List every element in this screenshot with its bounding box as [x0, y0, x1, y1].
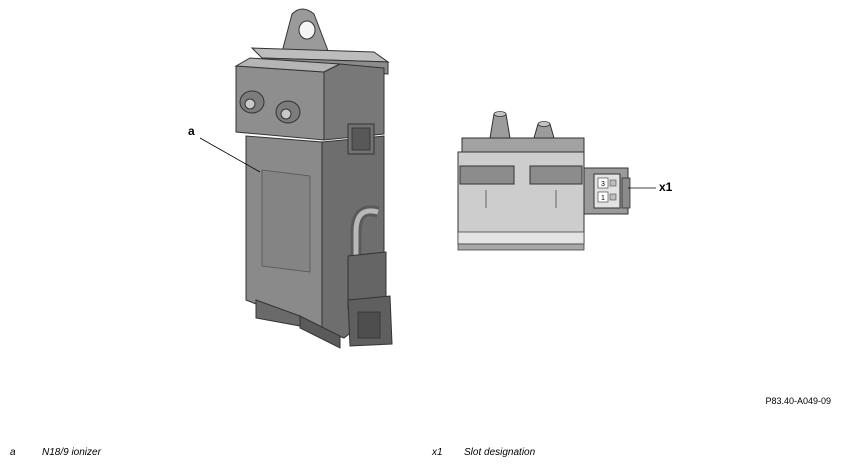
- callout-a-leader: [199, 137, 261, 173]
- legend-key-a: a: [10, 447, 16, 458]
- connector-pin-top-label: 3: [601, 181, 605, 188]
- ionizer-figure: 3 1: [199, 8, 656, 349]
- callout-a-label: a: [188, 124, 195, 138]
- ionizer-perspective-view: [234, 8, 393, 349]
- ionizer-front-view: 3 1: [457, 111, 631, 251]
- reference-code: P83.40-A049-09: [765, 396, 831, 406]
- connector-pin-bottom-label: 1: [601, 195, 605, 202]
- legend-text-a: N18/9 ionizer: [42, 447, 101, 458]
- legend-text-x1: Slot designation: [464, 447, 536, 458]
- legend-key-x1: x1: [432, 447, 443, 458]
- callout-x1-label: x1: [659, 180, 673, 194]
